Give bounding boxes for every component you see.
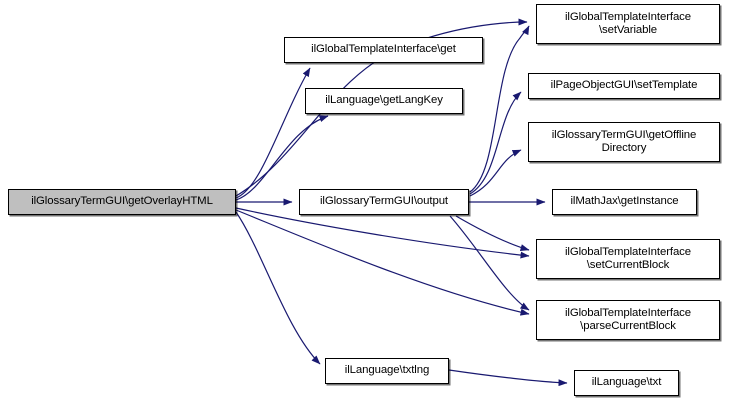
graph-edge-lang_txtlng-to-lang_txt xyxy=(448,369,568,387)
graph-node-label: ilGlossaryTermGUI\getOverlayHTML xyxy=(31,195,213,208)
graph-node-gtgui_offdir[interactable]: ilGlossaryTermGUI\getOffline Directory xyxy=(528,122,720,162)
graph-edge-root-to-lang_txtlng xyxy=(235,211,321,365)
graph-node-label: ilGlossaryTermGUI\getOffline Directory xyxy=(551,128,697,155)
graph-edge-root-to-lang_getlangkey xyxy=(235,115,329,201)
graph-node-label: ilPageObjectGUI\setTemplate xyxy=(550,79,698,92)
graph-edge-gtgui_output-to-gti_setblock xyxy=(455,215,530,251)
graph-node-label: ilGlossaryTermGUI\output xyxy=(320,195,448,208)
graph-edge-gtgui_output-to-gti_parseblock xyxy=(449,215,530,311)
graph-node-label: ilLanguage\getLangKey xyxy=(325,94,443,107)
graph-node-label: ilGlobalTemplateInterface \parseCurrentB… xyxy=(564,306,692,333)
graph-node-pogui_settpl[interactable]: ilPageObjectGUI\setTemplate xyxy=(528,73,720,99)
graph-edge-root-to-gti_setblock xyxy=(235,207,530,259)
edges xyxy=(235,18,568,387)
graph-node-gti_setvar[interactable]: ilGlobalTemplateInterface \setVariable xyxy=(536,4,720,44)
graph-node-label: ilLanguage\txt xyxy=(591,376,662,389)
graph-node-gti_get[interactable]: ilGlobalTemplateInterface\get xyxy=(284,37,483,63)
graph-node-label: ilMathJax\getInstance xyxy=(570,195,679,208)
graph-node-label: ilGlobalTemplateInterface \setVariable xyxy=(564,10,692,37)
graph-edge-gtgui_output-to-gtgui_offdir xyxy=(469,149,522,197)
graph-node-root[interactable]: ilGlossaryTermGUI\getOverlayHTML xyxy=(8,189,236,215)
graph-node-lang_getlangkey[interactable]: ilLanguage\getLangKey xyxy=(305,88,463,114)
graph-edge-root-to-gti_get xyxy=(235,67,311,199)
graph-edge-gtgui_output-to-pogui_settpl xyxy=(469,91,522,195)
graph-node-gti_parseblock[interactable]: ilGlobalTemplateInterface \parseCurrentB… xyxy=(536,300,720,340)
graph-node-gti_setblock[interactable]: ilGlobalTemplateInterface \setCurrentBlo… xyxy=(536,239,720,279)
graph-node-mathjax_inst[interactable]: ilMathJax\getInstance xyxy=(552,189,697,215)
graph-edge-gtgui_output-to-gti_setvar xyxy=(469,25,530,193)
graph-node-label: ilGlobalTemplateInterface\get xyxy=(311,43,456,56)
graph-node-label: ilGlobalTemplateInterface \setCurrentBlo… xyxy=(564,245,692,272)
graph-node-gtgui_output[interactable]: ilGlossaryTermGUI\output xyxy=(299,189,469,215)
graph-node-lang_txtlng[interactable]: ilLanguage\txtlng xyxy=(325,358,449,384)
graph-node-lang_txt[interactable]: ilLanguage\txt xyxy=(574,370,679,396)
graph-node-label: ilLanguage\txtlng xyxy=(344,364,430,377)
graph-edge-root-to-gti_parseblock xyxy=(235,209,530,316)
